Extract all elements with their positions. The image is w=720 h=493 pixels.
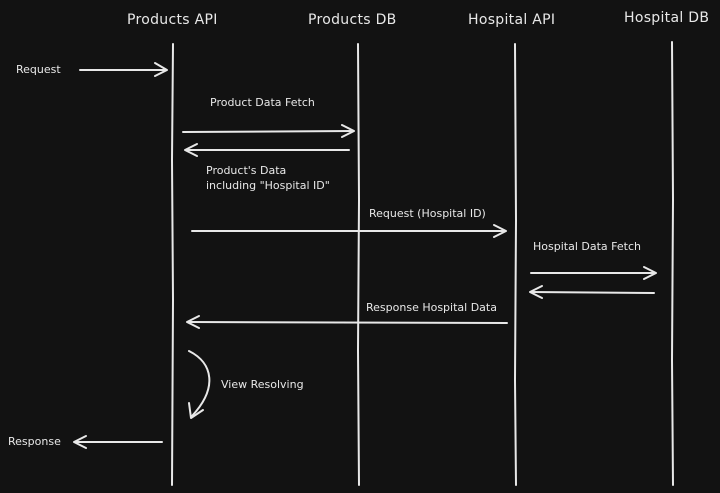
- lifeline-hospital-api: [514, 43, 517, 486]
- arrow-hospital-data-return: [529, 285, 655, 299]
- label-products-data-line2: including "Hospital ID": [206, 179, 330, 192]
- participant-hospital-api: Hospital API: [468, 12, 556, 28]
- label-response: Response: [8, 435, 61, 448]
- arrow-request-hospital-id: [191, 224, 507, 238]
- arrow-response-hospital-data: [186, 315, 508, 329]
- lifeline-products-api: [171, 43, 174, 486]
- participant-products-db: Products DB: [308, 12, 397, 28]
- arrow-hospital-data-fetch: [530, 266, 657, 280]
- label-request: Request: [16, 63, 61, 76]
- arrow-product-data-fetch: [182, 124, 355, 138]
- arrow-response-out: [73, 435, 163, 449]
- participant-hospital-db: Hospital DB: [624, 10, 710, 26]
- participant-products-api: Products API: [127, 12, 218, 28]
- label-hospital-data-fetch: Hospital Data Fetch: [533, 240, 641, 253]
- arrow-products-data-return: [184, 143, 350, 157]
- label-products-data-line1: Product's Data: [206, 164, 287, 177]
- lifeline-products-db: [357, 43, 360, 486]
- label-product-data-fetch: Product Data Fetch: [210, 96, 315, 109]
- label-view-resolving: View Resolving: [221, 378, 304, 391]
- label-response-hospital-data: Response Hospital Data: [366, 301, 497, 314]
- arrow-request-in: [79, 62, 168, 77]
- arrow-view-resolving: [188, 350, 211, 419]
- label-request-hospital-id: Request (Hospital ID): [369, 207, 486, 220]
- lifeline-hospital-db: [671, 41, 674, 486]
